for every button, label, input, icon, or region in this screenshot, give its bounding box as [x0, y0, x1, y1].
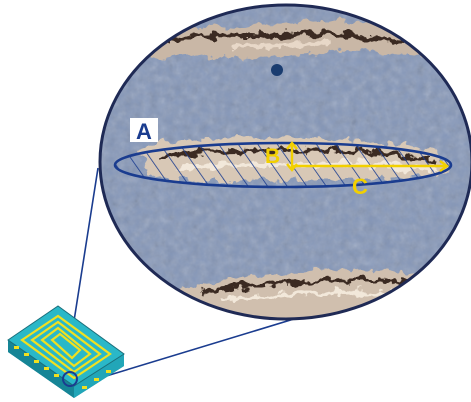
top-trace-texture: [140, 20, 460, 59]
magnification-target-circle: [62, 371, 78, 387]
label-c: C: [352, 174, 368, 199]
cross-section-area-a: [113, 141, 453, 189]
magnifier-outline: [98, 3, 471, 321]
label-a-box: [130, 118, 158, 142]
chip-package-icon: [7, 305, 125, 398]
magnified-view: [100, 5, 471, 319]
contaminant-dot: [271, 64, 283, 76]
label-a: A: [136, 119, 152, 144]
label-b: B: [265, 145, 280, 168]
dimension-c-arrow: [292, 160, 450, 172]
callout-line-lower: [79, 307, 331, 385]
